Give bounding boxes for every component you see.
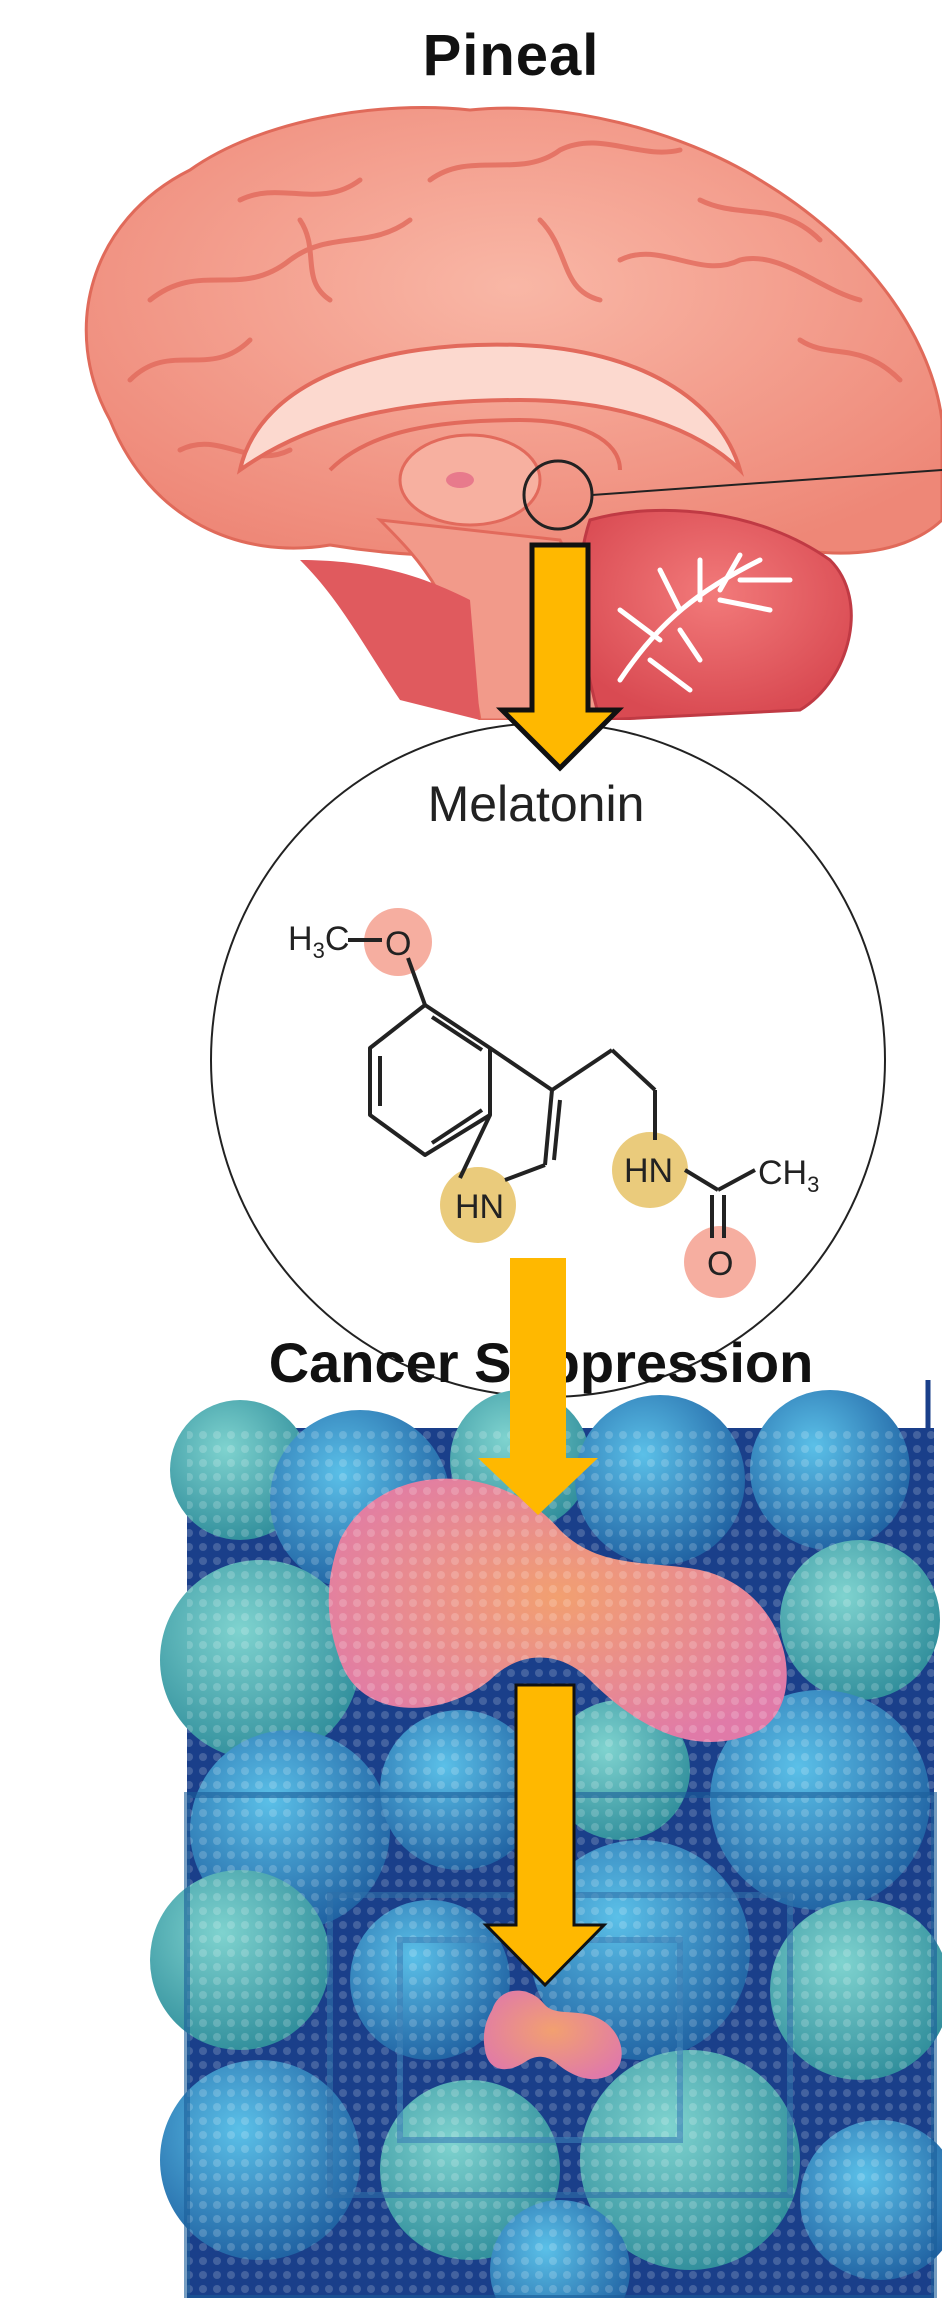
acetyl-methyl-label: CH3 — [758, 1154, 819, 1197]
arrow-tumor-shrink — [482, 1683, 608, 1988]
methyl-group-label: H3C — [288, 920, 349, 963]
melatonin-label: Melatonin — [427, 776, 645, 832]
indole-nh-label: HN — [455, 1188, 504, 1226]
bonds — [348, 938, 756, 1238]
carbonyl-oxygen-highlight — [684, 1226, 756, 1298]
pineal-title: Pineal — [422, 23, 600, 88]
melatonin-molecule-diagram: H3C O HN HN CH3 O — [210, 722, 886, 1398]
arrow-melatonin-to-cancer — [478, 1258, 598, 1515]
amide-nh-label: HN — [624, 1152, 673, 1190]
pineal-callout-line — [591, 469, 942, 496]
indole-nitrogen-highlight — [440, 1167, 516, 1243]
small-tumor-cell — [483, 1990, 622, 2080]
corpus-callosum — [236, 342, 745, 477]
arbor-vitae — [617, 552, 793, 693]
amide-nitrogen-highlight — [612, 1132, 688, 1208]
methoxy-oxygen-highlight — [364, 908, 432, 976]
methoxy-oxygen-label: O — [385, 925, 411, 963]
carbonyl-oxygen-label: O — [707, 1245, 733, 1283]
arrow-pineal-to-melatonin — [495, 542, 625, 772]
brain-illustration — [84, 106, 942, 720]
